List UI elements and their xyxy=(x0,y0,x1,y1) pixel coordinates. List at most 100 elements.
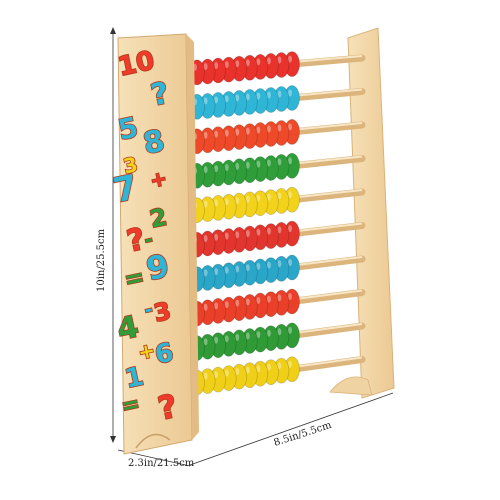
bead-shine xyxy=(214,371,219,379)
bead-shine xyxy=(288,89,292,97)
bead-shine xyxy=(245,195,250,203)
bead-shine xyxy=(224,95,229,103)
bead-shine xyxy=(214,199,219,207)
bead-shine xyxy=(288,259,292,266)
bead-shine xyxy=(224,61,229,69)
bead-shine xyxy=(256,297,261,304)
bead-shine xyxy=(277,124,282,132)
panel-glyph: 2 xyxy=(147,203,169,234)
bead-shine xyxy=(256,331,261,339)
bead-shine xyxy=(203,372,208,380)
bead-shine xyxy=(245,59,250,67)
bead-shine xyxy=(235,60,240,68)
bead-shine xyxy=(235,162,240,170)
bead-shine xyxy=(245,332,250,340)
bead-shine xyxy=(203,303,208,311)
bead-shine xyxy=(288,293,292,300)
bead-shine xyxy=(245,298,250,306)
panel-glyph: 3 xyxy=(151,297,173,328)
bead-shine xyxy=(288,326,292,334)
bead-shine xyxy=(266,57,271,65)
bead-shine xyxy=(235,265,240,273)
bead-shine xyxy=(224,369,229,377)
bead-shine xyxy=(277,158,282,166)
bead-shine xyxy=(203,235,208,242)
bead-shine xyxy=(245,264,250,272)
bead-shine xyxy=(203,131,208,139)
panel-glyph: + xyxy=(148,166,169,193)
bead-shine xyxy=(277,226,282,234)
bead-shine xyxy=(277,260,282,268)
bead-shine xyxy=(235,333,240,341)
bead-shine xyxy=(266,159,271,167)
bead-shine xyxy=(224,198,229,206)
bead-shine xyxy=(235,197,240,205)
bead-shine xyxy=(214,96,219,104)
bead-shine xyxy=(245,93,250,101)
bead-shine xyxy=(245,230,250,237)
bead-shine xyxy=(224,335,229,343)
bead-shine xyxy=(256,92,261,100)
bead-shine xyxy=(277,192,282,200)
bead-shine xyxy=(256,160,261,168)
bead-rows xyxy=(189,51,300,396)
bead-shine xyxy=(266,227,271,235)
bead-shine xyxy=(245,161,250,169)
bead-shine xyxy=(214,302,219,310)
bead-shine xyxy=(214,62,219,69)
bead-shine xyxy=(266,329,271,337)
bead-shine xyxy=(266,295,271,303)
bead-shine xyxy=(288,225,292,233)
bead-shine xyxy=(224,232,229,240)
bead-shine xyxy=(203,338,208,346)
bead-shine xyxy=(214,130,219,138)
bead-shine xyxy=(256,228,261,236)
height-dimension: 10in/25.5cm xyxy=(96,27,116,443)
panel-glyph: + xyxy=(136,338,157,365)
bead-shine xyxy=(277,90,282,98)
bead-shine xyxy=(203,97,208,105)
bead-shine xyxy=(245,366,250,374)
height-label: 10in/25.5cm xyxy=(96,228,107,292)
width-dimension: 8.5in/5.5cm xyxy=(189,392,394,466)
bead-shine xyxy=(266,261,271,269)
bead-shine xyxy=(203,269,208,277)
bead-shine xyxy=(245,127,250,135)
bead-shine xyxy=(288,191,292,199)
bead-shine xyxy=(214,165,219,173)
panel-glyph: 3 xyxy=(121,152,140,178)
bead-shine xyxy=(266,193,271,201)
bead-shine xyxy=(224,164,229,171)
bead-shine xyxy=(214,336,219,344)
bead-shine xyxy=(203,166,208,174)
bead-shine xyxy=(256,365,261,373)
bead-shine xyxy=(266,91,271,99)
bead-shine xyxy=(266,363,271,371)
bead-shine xyxy=(203,63,208,70)
depth-label: 2.3in/21.5cm xyxy=(128,458,195,469)
bead-shine xyxy=(203,200,208,208)
bead-shine xyxy=(214,268,219,276)
bead-shine xyxy=(256,126,261,134)
width-label: 8.5in/5.5cm xyxy=(273,420,334,449)
bead-shine xyxy=(235,128,240,136)
bead-shine xyxy=(288,157,292,165)
bead-shine xyxy=(224,266,229,274)
bead-shine xyxy=(224,301,229,309)
bead-shine xyxy=(235,368,240,376)
bead-shine xyxy=(256,58,261,66)
bead-shine xyxy=(235,299,240,307)
bead-shine xyxy=(277,328,282,336)
bead-shine xyxy=(288,360,292,368)
bead-shine xyxy=(256,194,261,202)
bead-shine xyxy=(277,362,282,370)
bead-shine xyxy=(214,233,219,241)
bead-shine xyxy=(288,55,292,63)
bead-shine xyxy=(288,123,292,131)
right-frame xyxy=(329,27,395,399)
bead-shine xyxy=(256,262,261,270)
panel-glyph: 10 xyxy=(116,46,158,83)
